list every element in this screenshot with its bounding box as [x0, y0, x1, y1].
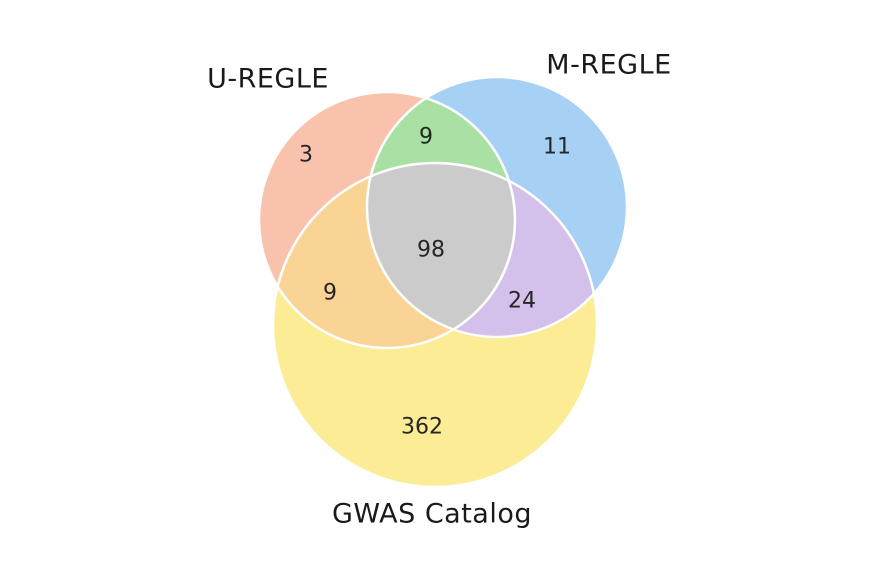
- m-regle-circle-outline: [365, 75, 629, 339]
- count-u-m: 9: [419, 124, 433, 150]
- set-label-m-regle: M-REGLE: [546, 49, 672, 81]
- count-gwas-only: 362: [401, 414, 443, 440]
- count-u-gwas: 9: [323, 280, 337, 306]
- set-label-gwas-catalog: GWAS Catalog: [331, 498, 533, 530]
- count-m-gwas: 24: [508, 288, 536, 314]
- triple-intersection-region: [367, 163, 515, 337]
- gwas-catalog-circle-outline: [271, 161, 599, 489]
- count-triple: 98: [417, 237, 445, 263]
- count-m-only: 11: [543, 134, 571, 160]
- triple-intersection-group: [367, 163, 515, 337]
- count-u-only: 3: [299, 142, 313, 168]
- set-label-u-regle: U-REGLE: [207, 63, 329, 95]
- u-regle-circle-outline: [257, 90, 517, 350]
